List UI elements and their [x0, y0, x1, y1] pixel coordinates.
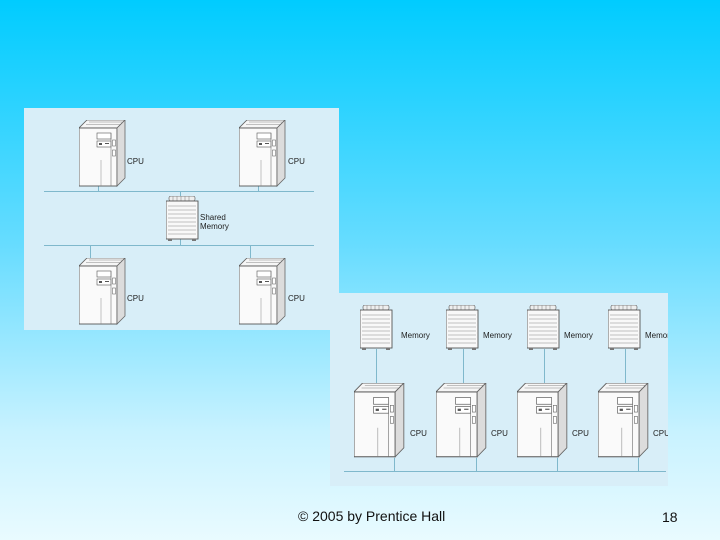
bus-drop [394, 458, 395, 472]
bus-drop [638, 458, 639, 472]
page-number: 18 [662, 509, 678, 525]
memory-label: Memory [564, 331, 593, 340]
cpu-icon [354, 383, 405, 458]
bus-line-upper [44, 191, 314, 192]
cpu-icon [598, 383, 649, 458]
cpu-icon [436, 383, 487, 458]
cpu-icon [79, 258, 126, 325]
bus-drop [258, 184, 259, 192]
bus-drop [98, 184, 99, 192]
shared-memory-icon [166, 196, 199, 242]
memory-cpu-link [376, 349, 377, 383]
memory-cpu-link [544, 349, 545, 383]
memory-cpu-link [625, 349, 626, 383]
cpu-label: CPU [127, 294, 144, 303]
bus-drop [90, 245, 91, 260]
cpu-icon [239, 120, 286, 187]
cpu-label: CPU [410, 429, 427, 438]
cpu-label: CPU [288, 157, 305, 166]
cpu-label: CPU [127, 157, 144, 166]
cpu-label: CPU [572, 429, 589, 438]
bus-drop [476, 458, 477, 472]
bus-drop [180, 238, 181, 246]
bus-line-lower [44, 245, 314, 246]
network-bus-line [344, 471, 666, 472]
cpu-label: CPU [653, 429, 668, 438]
shared-memory-label-line2: Memory [200, 222, 229, 231]
bus-drop [250, 245, 251, 260]
shared-memory-label-line1: Shared [200, 213, 226, 222]
cpu-label: CPU [491, 429, 508, 438]
memory-label: Memory [401, 331, 430, 340]
cpu-icon [517, 383, 568, 458]
bus-drop [557, 458, 558, 472]
shared-memory-diagram: CPU CPU Shared Memory CPU CPU [24, 108, 339, 330]
cpu-icon [239, 258, 286, 325]
cpu-icon [79, 120, 126, 187]
memory-icon [608, 305, 641, 351]
copyright-text: © 2005 by Prentice Hall [298, 508, 446, 524]
bus-drop [180, 191, 181, 197]
memory-label: Memory [483, 331, 512, 340]
cpu-label: CPU [288, 294, 305, 303]
memory-cpu-link [463, 349, 464, 383]
memory-icon [527, 305, 560, 351]
memory-icon [360, 305, 393, 351]
memory-label: Memory [645, 331, 668, 340]
memory-icon [446, 305, 479, 351]
distributed-memory-diagram: Memory Memory Memory Memory CPU CPU CPU … [330, 293, 668, 486]
